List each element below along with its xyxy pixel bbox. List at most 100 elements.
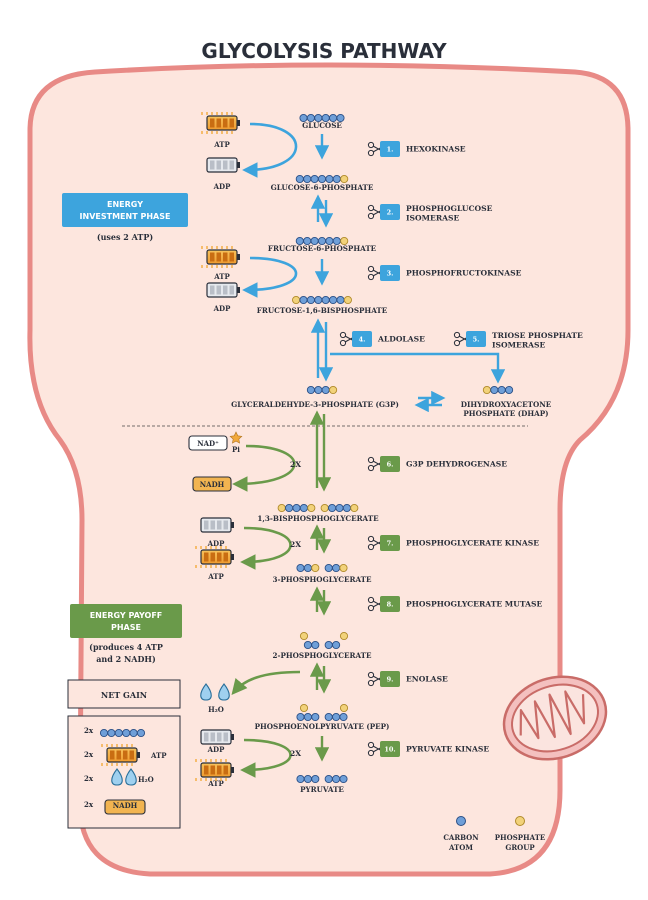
adp-label-7: ADP bbox=[207, 539, 226, 548]
carbon-atom bbox=[321, 113, 330, 123]
molecule-dhap-line2: PHOSPHATE (DHAP) bbox=[463, 409, 548, 418]
carbon-atom bbox=[497, 385, 506, 395]
phosphate-group bbox=[320, 503, 329, 513]
nadh-pill bbox=[192, 476, 232, 492]
carbon-atom bbox=[336, 113, 345, 123]
net-gain-title: NET GAIN bbox=[101, 690, 147, 700]
enzyme-badge bbox=[466, 331, 486, 347]
carbon-atom bbox=[324, 563, 333, 573]
atp-battery-icon bbox=[201, 112, 240, 134]
phosphate-group bbox=[299, 631, 309, 641]
svg-text:2x: 2x bbox=[84, 750, 94, 759]
molecule-f6p: FRUCTOSE-6-PHOSPHATE bbox=[268, 244, 377, 253]
svg-text:CARBON: CARBON bbox=[443, 833, 479, 842]
carbon-atom bbox=[332, 774, 341, 784]
nad-pill bbox=[188, 435, 228, 451]
svg-text:NADH: NADH bbox=[113, 801, 138, 810]
adp-label-10: ADP bbox=[207, 745, 226, 754]
carbon-atom bbox=[321, 295, 330, 305]
enzyme-step-1: 1.HEXOKINASE bbox=[367, 141, 466, 157]
carbon-atom bbox=[325, 174, 334, 184]
enzyme-badge bbox=[380, 671, 400, 687]
svg-text:2x: 2x bbox=[84, 726, 94, 735]
carbon-atom bbox=[339, 774, 348, 784]
g3p-chain bbox=[306, 385, 338, 395]
enzyme-badge bbox=[380, 456, 400, 472]
nadh-label: NADH bbox=[200, 480, 225, 489]
carbon-atom bbox=[306, 295, 315, 305]
carbon-atom bbox=[295, 236, 304, 246]
enzyme-badge bbox=[352, 331, 372, 347]
enzyme-number: 8. bbox=[387, 601, 394, 609]
atp-label-1: ATP bbox=[213, 140, 230, 149]
carbon-atom bbox=[314, 295, 323, 305]
bpg13-chain bbox=[277, 503, 359, 513]
enzyme-name-line2: ISOMERASE bbox=[406, 214, 460, 223]
carbon-atom bbox=[114, 728, 123, 738]
carbon-atom bbox=[296, 712, 305, 722]
carbon-atom bbox=[317, 236, 327, 246]
phosphate-group bbox=[343, 295, 352, 305]
legend: CARBON ATOM PHOSPHATE GROUP bbox=[443, 816, 545, 852]
phosphate-group bbox=[339, 631, 349, 641]
carbon-atom bbox=[314, 113, 323, 123]
enzyme-number: 4. bbox=[359, 336, 366, 344]
carbon-atom bbox=[314, 385, 323, 395]
f6p-chain bbox=[295, 236, 349, 246]
phosphate-group bbox=[339, 703, 349, 713]
enzyme-badge bbox=[380, 596, 400, 612]
adp-label-3: ADP bbox=[213, 304, 232, 313]
carbon-atom bbox=[317, 174, 327, 184]
enzyme-name: ENOLASE bbox=[406, 675, 448, 684]
phosphate-group bbox=[329, 385, 338, 395]
pg3-chain bbox=[296, 563, 348, 573]
carbon-atom bbox=[296, 774, 305, 784]
enzyme-step-4: 4. ALDOLASE bbox=[339, 331, 425, 347]
enzyme-step-8: 8. PHOSPHOGLYCERATE MUTASE bbox=[367, 596, 542, 612]
svg-text:ENERGY: ENERGY bbox=[107, 200, 143, 209]
carbon-atom bbox=[303, 640, 312, 650]
svg-text:2x: 2x bbox=[84, 774, 94, 783]
phosphate-group bbox=[482, 385, 491, 395]
atp-battery-icon bbox=[195, 546, 234, 568]
enzyme-step-7: 7.PHOSPHOGLYCERATE KINASE bbox=[367, 535, 539, 551]
adp-battery-icon bbox=[200, 729, 234, 745]
svg-text:(produces 4 ATP: (produces 4 ATP bbox=[89, 642, 163, 652]
molecule-dhap-line1: DIHYDROXYACETONE bbox=[461, 400, 552, 409]
enzyme-step-9: 9.ENOLASE bbox=[367, 671, 448, 687]
carbon-atom bbox=[310, 236, 319, 246]
enzyme-step-6: 6.G3P DEHYDROGENASE bbox=[367, 456, 507, 472]
pi-star-icon bbox=[229, 431, 243, 444]
carbon-atom bbox=[321, 385, 330, 395]
enzyme-number: 2. bbox=[387, 209, 394, 217]
enzyme-name: PHOSPHOGLYCERATE MUTASE bbox=[406, 600, 542, 609]
water-drop-icon bbox=[218, 683, 230, 701]
carbon-atom bbox=[311, 640, 320, 650]
molecule-pyruvate: PYRUVATE bbox=[300, 785, 344, 794]
carbon-atom bbox=[342, 503, 351, 513]
pathway-arrows-payoff bbox=[309, 410, 332, 762]
carbon-atom bbox=[332, 712, 341, 722]
enzyme-badge bbox=[380, 741, 400, 757]
carbon-atom bbox=[303, 712, 312, 722]
enzyme-name: G3P DEHYDROGENASE bbox=[406, 460, 507, 469]
glucose-chain bbox=[299, 113, 345, 123]
svg-text:PHASE: PHASE bbox=[111, 623, 141, 632]
enzyme-number: 5. bbox=[473, 336, 480, 344]
f16bp-chain bbox=[292, 295, 352, 305]
carbon-atom bbox=[299, 295, 308, 305]
phosphate-group bbox=[339, 563, 348, 573]
enzyme-name: ALDOLASE bbox=[377, 335, 425, 344]
carbon-atom bbox=[99, 728, 109, 738]
carbon-atom bbox=[306, 113, 315, 123]
phosphate-group bbox=[307, 503, 316, 513]
enzyme-number: 10. bbox=[384, 746, 395, 754]
carbon-atom bbox=[310, 174, 319, 184]
carbon-atom bbox=[332, 174, 341, 184]
multiplier-7: 2X bbox=[290, 540, 301, 549]
atp-label-7: ATP bbox=[207, 572, 224, 581]
svg-text:and 2 NADH): and 2 NADH) bbox=[96, 654, 156, 664]
phosphate-group bbox=[292, 295, 301, 305]
carbon-atom bbox=[129, 728, 138, 738]
